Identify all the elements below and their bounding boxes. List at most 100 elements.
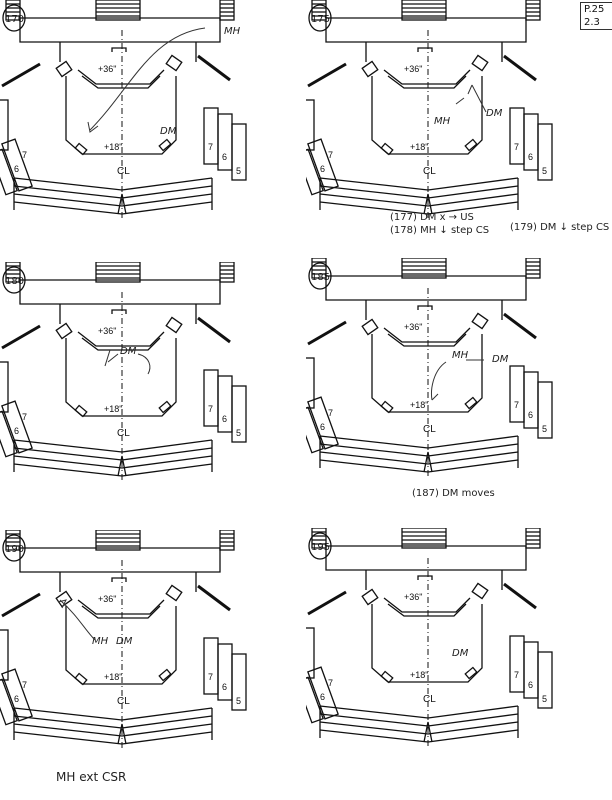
seating-right: 765 [509,365,553,439]
upstage-riser-inner [81,605,161,619]
upstage-riser [77,599,165,615]
block-number: 5 [542,694,547,704]
elevation-upstage: +36" [98,594,116,604]
upstage-stairs [401,258,447,279]
blocking-arrow [89,27,206,131]
hatch-block-left [55,590,73,608]
upstage-riser [383,69,471,85]
upstage-platform [325,275,527,301]
blocking-arrow [455,97,465,105]
seating-front [13,707,213,745]
block-number: 7 [328,678,333,688]
vomitory [117,193,127,215]
actor-label-dm: DM [116,636,133,647]
blocking-arrow [59,599,96,641]
upstage-stairs [401,528,447,549]
stage-outline [65,338,177,417]
elevation-downstage: +18" [104,672,122,682]
block-number: 7 [514,142,519,152]
seating-right: 765 [509,107,553,181]
hatch-block-right [165,54,183,72]
note-cue-178: (178) MH ↓ step CS [390,225,490,236]
blocking-arrow [107,353,119,363]
blocking-arrow [57,599,67,609]
block-number: 6 [14,694,19,704]
platform-legs [59,304,197,324]
center-mark [417,305,433,310]
stage-right-stairs [219,530,235,551]
seating-right: 765 [509,635,553,709]
center-mark [111,577,127,582]
seating-left: 76 [306,357,339,454]
upstage-platform [19,279,221,305]
vomitory [117,723,127,745]
corner-block-right [158,138,172,152]
actor-label-dm: DM [492,354,509,365]
block-number: 7 [328,408,333,418]
upstage-platform [325,17,527,43]
left-wing-flat [1,62,41,88]
page-reference: P.25 2.3 [580,2,612,30]
centerline-label: CL [117,166,130,177]
stage-right-stairs [219,0,235,21]
stage-right-stairs [525,528,541,549]
elevation-upstage: +36" [98,326,116,336]
seating-front [13,439,213,477]
block-number: 5 [236,696,241,706]
actor-label-dm: DM [120,346,137,357]
block-number: 7 [514,400,519,410]
hatch-block-left [55,322,73,340]
blocking-arrow [104,349,111,367]
actor-label-dm: DM [452,648,469,659]
block-number: 6 [320,692,325,702]
platform-legs [59,572,197,592]
upstage-stairs [95,530,141,551]
block-number: 5 [542,166,547,176]
right-wing-flat [503,54,537,82]
corner-block-left [74,672,88,686]
block-number: 5 [236,166,241,176]
platform-legs [365,300,503,320]
seating-front [13,177,213,215]
center-mark [417,47,433,52]
block-number: 7 [328,150,333,160]
corner-block-left [74,404,88,418]
section-number: 2.3 [584,17,600,28]
block-number: 7 [22,680,27,690]
actor-label-dm: DM [160,126,177,137]
hatch-block-left [361,318,379,336]
centerline-label: CL [423,166,436,177]
elevation-upstage: +36" [404,322,422,332]
stage-right-stairs [525,258,541,279]
hatch-block-right [165,584,183,602]
stage-outline [371,76,483,155]
corner-block-right [464,666,478,680]
left-wing-flat [307,590,347,616]
stage-right-stairs [219,262,235,283]
block-number: 7 [514,670,519,680]
block-number: 6 [14,164,19,174]
stage-left-stairs [5,530,21,551]
stage-left-stairs [311,258,327,279]
block-number: 6 [528,410,533,420]
block-number: 7 [208,404,213,414]
vomitory [423,451,433,473]
note-cue-179: (179) DM ↓ step CS [510,222,610,233]
note-cue-177: (177) DM x → US [390,212,474,223]
seating-left: 76 [306,627,339,724]
vomitory [117,455,127,477]
hatch-block-right [471,582,489,600]
left-wing-flat [307,62,347,88]
actor-label-mh: MH [224,26,241,37]
actor-label-dm: DM [486,108,503,119]
hatch-block-right [471,54,489,72]
hatch-block-right [471,312,489,330]
block-number: 6 [14,426,19,436]
seating-left: 76 [0,361,33,458]
